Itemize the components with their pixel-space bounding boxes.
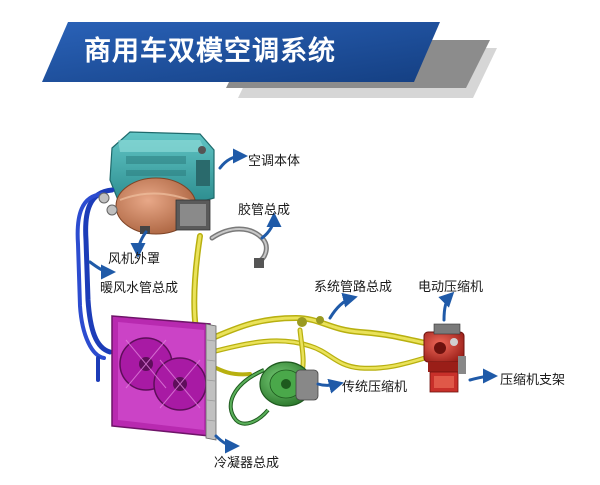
arrow-conventional-compressor xyxy=(316,378,344,394)
label-electric-compressor: 电动压缩机 xyxy=(418,280,484,295)
arrow-compressor-bracket xyxy=(468,368,498,384)
conventional-compressor xyxy=(228,361,319,426)
label-hose-assembly: 胶管总成 xyxy=(238,203,291,218)
condenser xyxy=(111,315,217,441)
arrow-condenser xyxy=(214,434,240,454)
banner-blue xyxy=(42,22,440,82)
arrow-system-pipe xyxy=(328,292,358,320)
label-heater-pipe-assembly: 暖风水管总成 xyxy=(100,281,179,296)
arrow-hose xyxy=(260,212,282,240)
page-title: 商用车双模空调系统 xyxy=(84,36,336,67)
label-conventional-compressor: 传统压缩机 xyxy=(342,380,408,395)
label-blower-cover: 风机外罩 xyxy=(108,252,161,267)
electric-compressor xyxy=(423,323,466,393)
label-hvac-body: 空调本体 xyxy=(248,154,301,169)
arrow-electric-compressor xyxy=(438,291,455,322)
rubber-hose xyxy=(209,226,269,268)
arrow-blower-cover xyxy=(130,230,148,258)
label-system-pipe-assembly: 系统管路总成 xyxy=(314,280,393,295)
label-compressor-bracket: 压缩机支架 xyxy=(500,373,566,388)
heater-water-pipes xyxy=(75,187,118,382)
blower-cover xyxy=(115,177,211,235)
arrow-heater-pipe xyxy=(88,260,116,280)
title-banner xyxy=(42,22,497,98)
arrow-hvac-body xyxy=(218,148,248,170)
label-condenser-assembly: 冷凝器总成 xyxy=(214,456,280,471)
leader-arrows xyxy=(88,148,498,454)
system-pipes xyxy=(191,233,435,381)
